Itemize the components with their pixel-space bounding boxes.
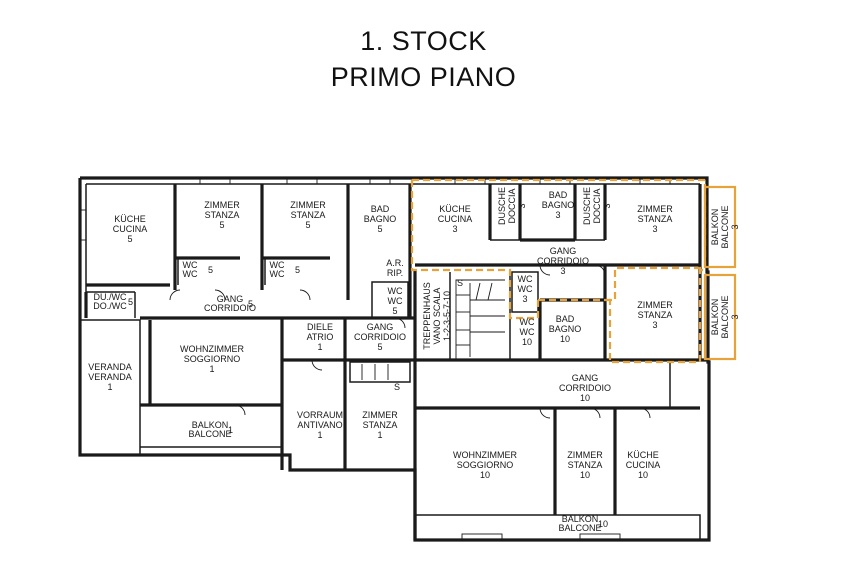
stair-mark-lower: S [394, 382, 400, 392]
page-title-line1: 1. STOCK [360, 26, 487, 56]
unit-3-highlight [410, 178, 737, 364]
room-label: DUSCHEDOCCIA3 [582, 187, 612, 225]
stair-mark-upper: S [457, 278, 463, 288]
interior-walls [84, 184, 707, 540]
room-number: 10 [598, 519, 608, 529]
room-number: 1 [228, 425, 233, 435]
room-number: 5 [128, 297, 133, 307]
doors [169, 264, 651, 419]
room-label: BALKONBALCONE3 [710, 205, 740, 248]
page-title-line2: PRIMO PIANO [330, 62, 517, 92]
room-label: DUSCHEDOCCIA3 [497, 187, 527, 225]
room-label: TREPPENHAUSVANO SCALA1-2-3-5-7-10 [422, 282, 452, 350]
room-number: 5 [295, 265, 300, 275]
room-number: 5 [248, 299, 253, 309]
room-label: A.R.RIP. [386, 258, 404, 278]
room-label: BALKONBALCONE3 [710, 295, 740, 338]
room-number: 5 [208, 265, 213, 275]
staircase [361, 279, 505, 380]
